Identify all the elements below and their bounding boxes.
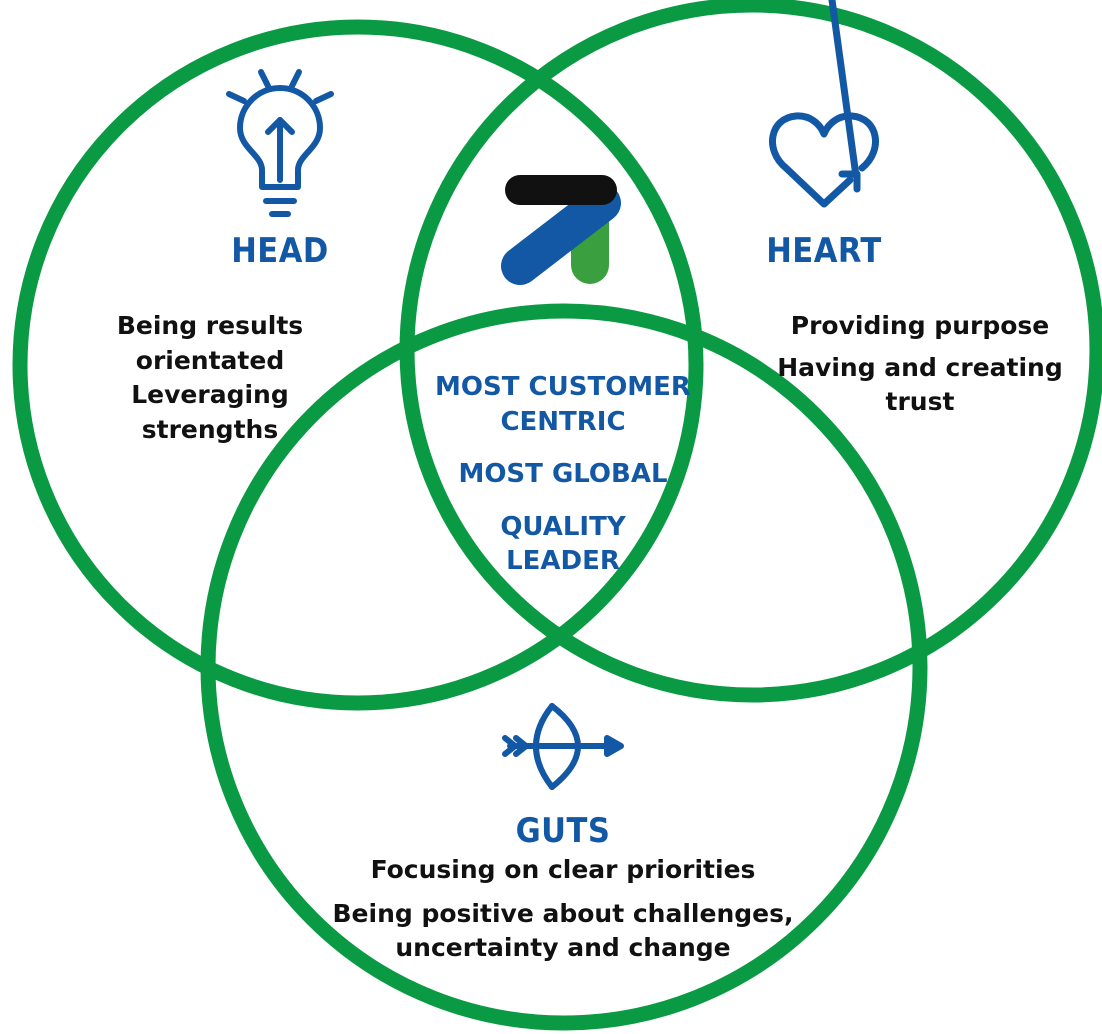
head-text: Being results orientated Leveraging stre… xyxy=(80,309,340,447)
head-item: Leveraging xyxy=(131,380,289,409)
center-item: CENTRIC xyxy=(500,406,626,437)
head-item: orientated xyxy=(135,345,285,375)
arrow-logo xyxy=(501,175,621,285)
head-item: Being results xyxy=(116,311,304,340)
bow-arrow-icon xyxy=(502,703,624,790)
heart-text: Providing purpose Having and creating tr… xyxy=(770,309,1070,420)
center-item: MOST GLOBAL xyxy=(458,459,668,490)
lightbulb-icon xyxy=(226,69,334,217)
head-circle xyxy=(12,19,704,711)
heart-arrow-icon xyxy=(769,0,879,208)
heart-item: Having and creating xyxy=(777,352,1063,382)
heart-item: trust xyxy=(885,387,955,416)
heart-title: HEART xyxy=(766,231,882,271)
guts-text: Focusing on clear priorities Being posit… xyxy=(323,853,803,966)
heart-item: Providing purpose xyxy=(790,311,1050,340)
head-title: HEAD xyxy=(231,231,329,271)
center-item: QUALITY xyxy=(500,511,626,542)
guts-item: Being positive about challenges, xyxy=(332,898,794,928)
center-item: LEADER xyxy=(506,546,620,577)
guts-title: GUTS xyxy=(515,811,611,851)
guts-circle xyxy=(200,303,928,1031)
center-text: MOST CUSTOMER CENTRIC MOST GLOBAL QUALIT… xyxy=(413,370,713,579)
guts-item: uncertainty and change xyxy=(395,933,731,962)
center-item: MOST CUSTOMER xyxy=(435,372,691,402)
guts-item: Focusing on clear priorities xyxy=(370,855,756,884)
head-item: strengths xyxy=(141,414,279,444)
